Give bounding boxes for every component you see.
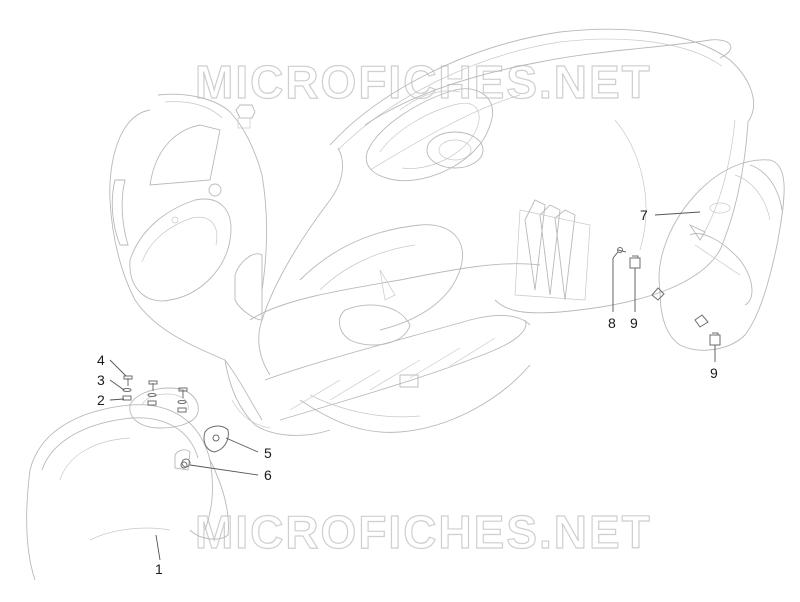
washers-part-3 [122,388,187,404]
rear-mudguard [651,159,785,351]
scooter-body-frame [249,28,755,433]
callout-4: 4 [97,352,105,368]
screws-part-4 [123,375,188,398]
nuts-part-2 [122,395,187,413]
gasket-part-5 [203,425,229,453]
callout-2: 2 [97,392,105,408]
callout-3: 3 [97,372,105,388]
front-mudguard [26,387,229,581]
callout-5: 5 [264,445,272,461]
callout-7: 7 [640,207,648,223]
callout-9-right: 9 [710,365,718,381]
front-legshield [109,93,331,436]
callout-8: 8 [608,315,616,331]
callout-9-left: 9 [630,315,638,331]
leader-lines [109,211,716,561]
callout-1: 1 [155,561,163,577]
watermark-bottom: MICROFICHES.NET [195,506,652,558]
clip-part-9-left [629,255,641,269]
callout-labels: 1 2 3 4 5 6 7 8 9 9 [97,207,718,577]
bolt-part-8 [617,247,627,253]
grommet-part-6 [181,458,191,468]
callout-6: 6 [264,467,272,483]
watermark-top: MICROFICHES.NET [195,56,652,108]
clip-part-9-right [709,332,721,346]
